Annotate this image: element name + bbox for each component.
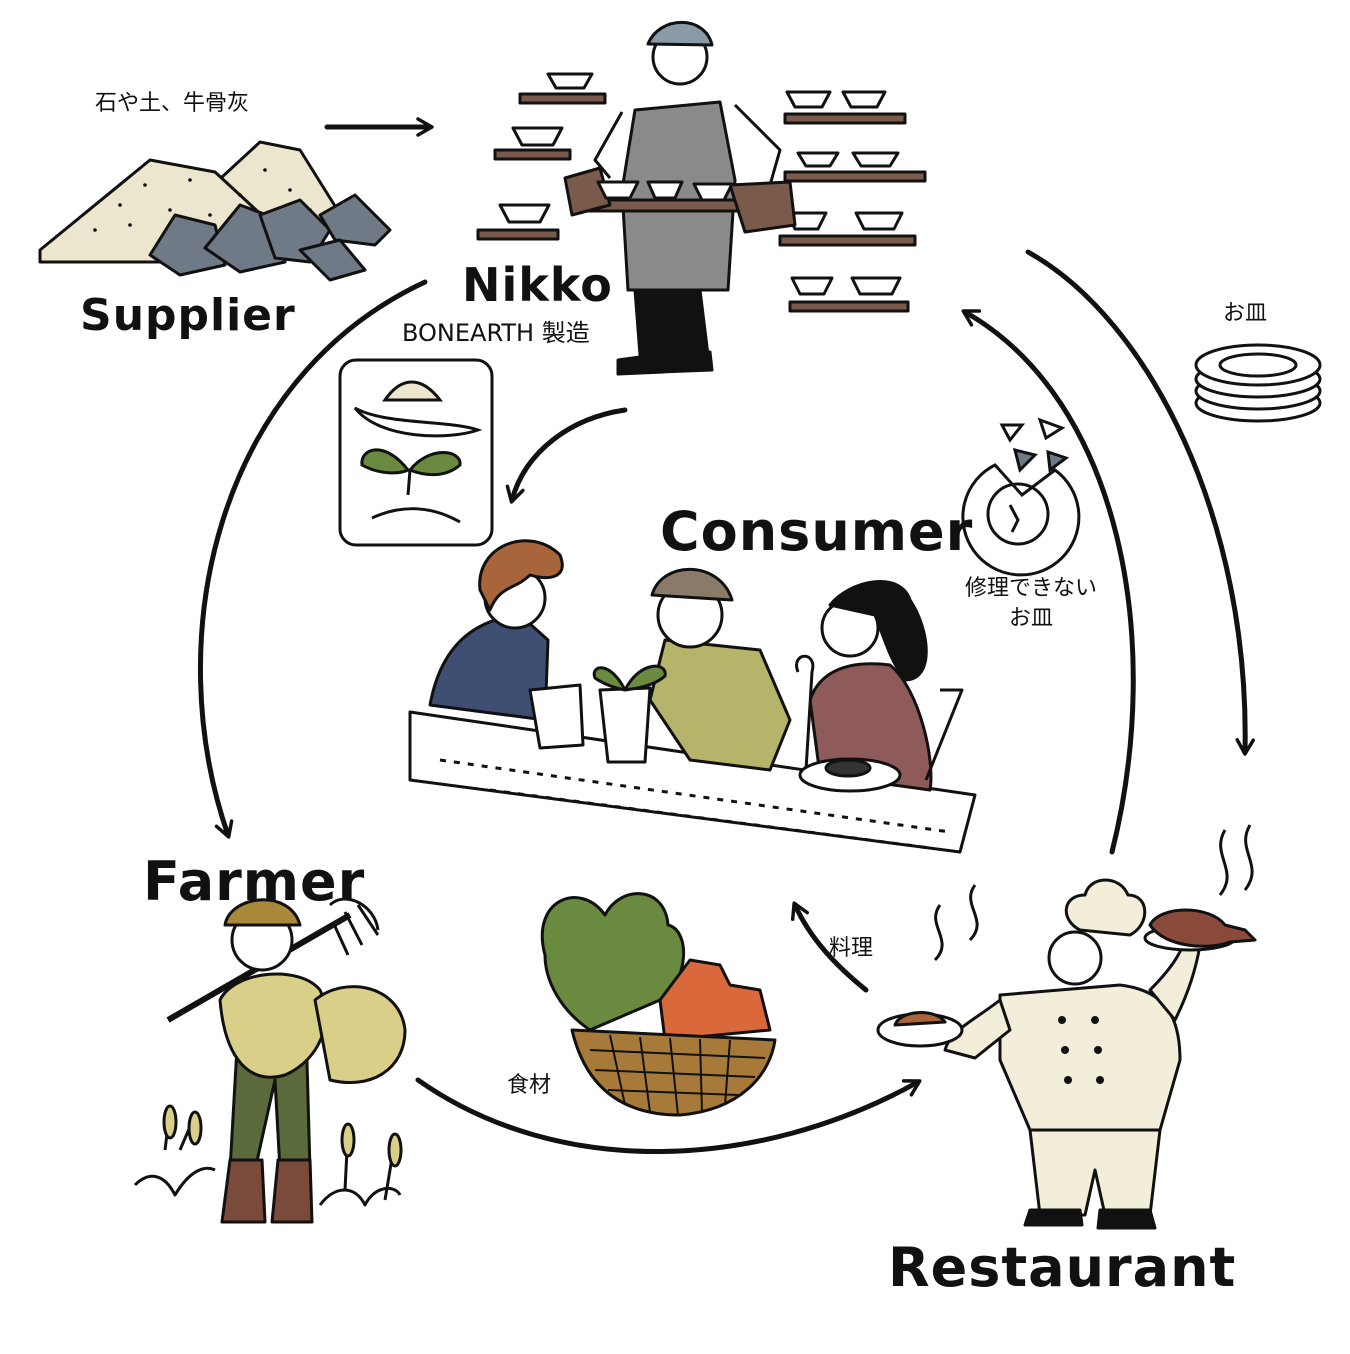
cap [646,21,714,47]
broken-plates-line2: お皿 [1009,606,1054,631]
farmer-hat [223,898,302,927]
supplier-materials-text: 石や土、牛骨灰 [95,91,249,116]
cycle-arrows [197,117,1256,1154]
meat [1148,908,1257,948]
arrow-nikko-to-consumer [505,407,628,504]
person-middle-cap [650,567,734,602]
arrow-farmer-to-restaurant [415,1077,922,1154]
farmer-illustration [133,897,407,1224]
plant-leaves [592,664,667,692]
arrow-restaurant-to-consumer [790,901,869,993]
gloves [563,166,797,234]
person-left-hair [478,539,564,612]
consumer-illustration [408,539,977,854]
restaurant-label: Restaurant [888,1236,1237,1299]
chef-buttons [1058,1016,1104,1084]
person-right-hair [828,580,928,682]
chef-jacket [998,983,1182,1132]
vegetable-basket-illustration [540,892,777,1117]
broken-plates-label: 修理できない お皿 [965,574,1097,634]
boots [220,1158,314,1224]
plant-pot [598,686,652,764]
pants [633,288,710,357]
supplier-illustration [38,140,392,282]
grass [133,1166,402,1207]
nikko-subtitle: BONEARTH 製造 [402,319,590,347]
plates-label: お皿 [1223,301,1268,326]
fork [924,688,964,781]
arrow-restaurant-to-nikko [961,309,1136,855]
supplier-label: Supplier [80,290,296,341]
farmer-label: Farmer [143,850,366,913]
greens [540,892,686,1032]
chef-illustration [876,824,1257,1230]
person-left-body [428,613,550,722]
shirt-sleeves [593,103,782,186]
nikko-label: Nikko [462,258,613,312]
sand-dots [93,168,312,242]
spoon [795,654,815,771]
steam-lines [933,824,1254,962]
bowls [498,72,904,296]
shoes [616,350,714,376]
shelves [476,92,927,313]
nikko-illustration [476,21,927,376]
tray-bowls [596,180,734,202]
pitchfork-head [328,897,380,956]
plate-stack-icon [1194,343,1322,423]
chef-pants [1028,1128,1162,1217]
arrow-nikko-to-farmer [197,279,428,839]
food [824,758,872,778]
chef-hat [1064,878,1147,937]
ingredients-label: 食材 [507,1073,552,1098]
wheat-stalks [162,1104,403,1201]
stones [148,193,392,282]
consumer-label: Consumer [660,500,974,563]
soil-sprout-card [338,358,494,547]
hay-bundle-right [313,985,407,1085]
chef-head [1047,930,1103,986]
table-dashes [439,758,951,850]
chef-shoes [1023,1208,1157,1230]
mug-left [528,683,585,750]
broken-plates-line1: 修理できない [965,576,1098,601]
arrow-nikko-to-restaurant [1025,249,1256,756]
broken-plate-icon [961,417,1081,577]
dish-left-food [893,1011,947,1027]
basket-weave [589,1034,766,1116]
cooking-label: 料理 [829,936,874,961]
